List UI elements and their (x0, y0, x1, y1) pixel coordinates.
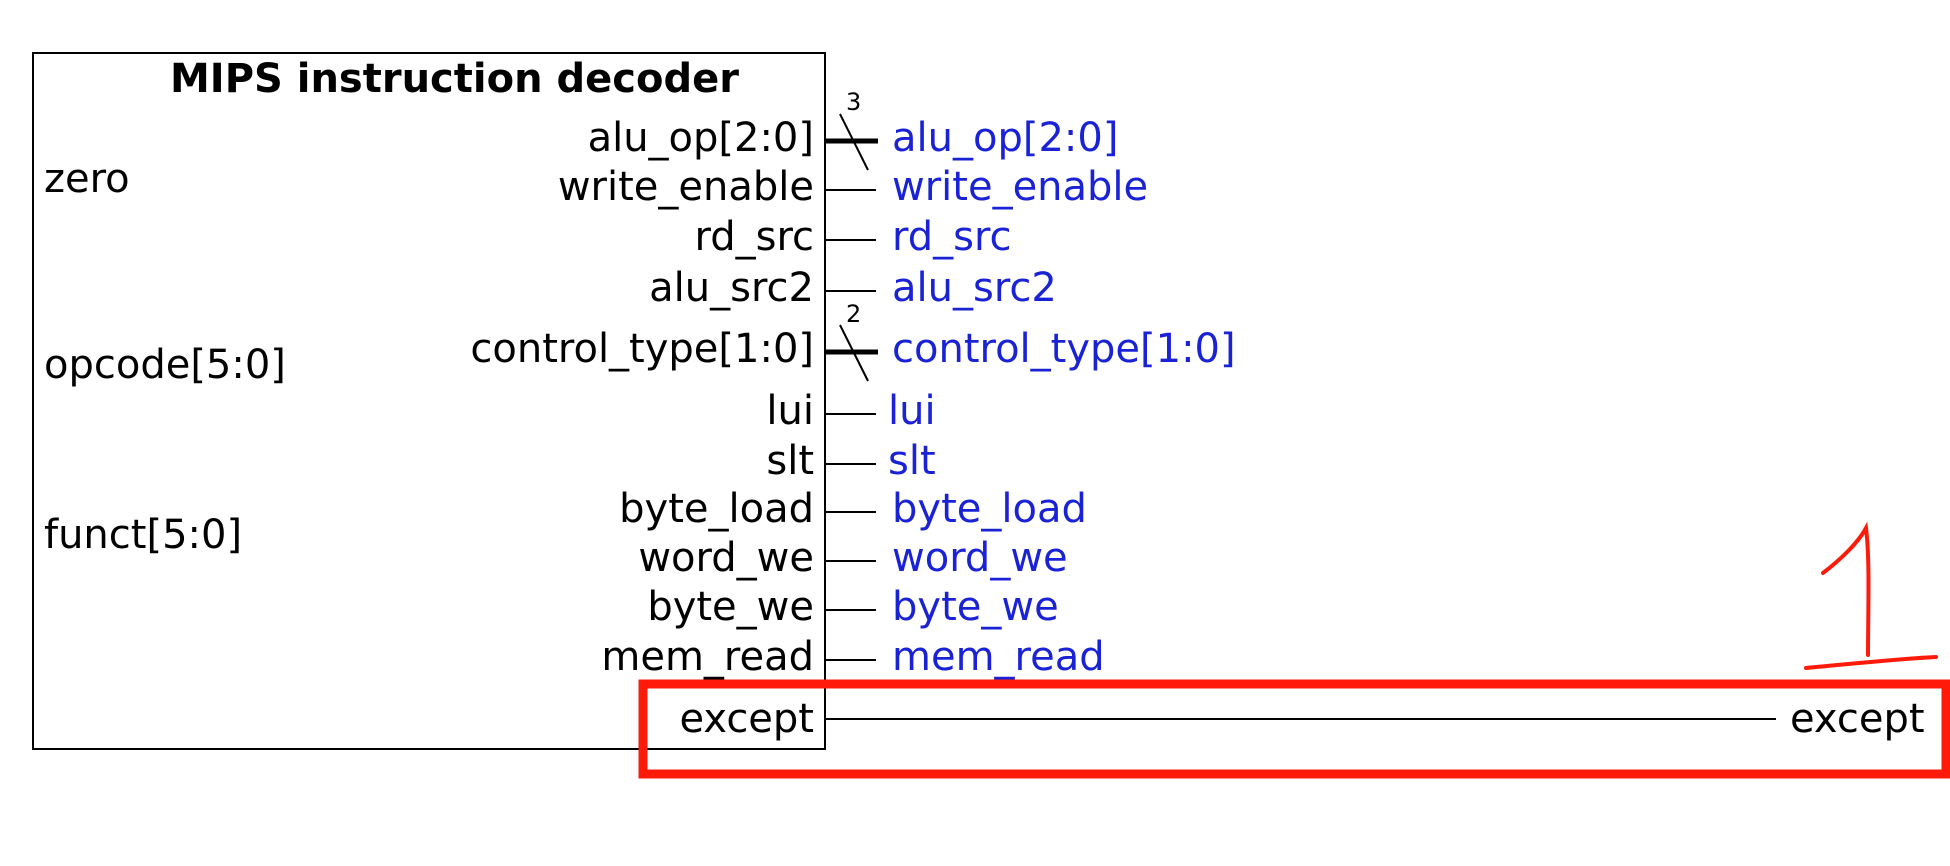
signal-write_enable: write_enable (892, 164, 1149, 210)
port-control_type: control_type[1:0] (470, 326, 814, 372)
port-except: except (679, 696, 814, 742)
input-opcode: opcode[5:0] (44, 342, 286, 388)
handwritten-one-mark (1804, 521, 1938, 670)
port-mem_read: mem_read (601, 634, 814, 680)
port-alu_op: alu_op[2:0] (587, 115, 814, 161)
port-word_we: word_we (638, 535, 814, 581)
signal-alu_src2: alu_src2 (892, 265, 1057, 311)
bus-width-alu_op: 3 (846, 88, 862, 116)
decoder-block-outline (32, 52, 826, 750)
signal-byte_we: byte_we (892, 584, 1059, 630)
signal-rd_src: rd_src (892, 214, 1012, 260)
signal-mem_read: mem_read (892, 634, 1105, 680)
port-byte_load: byte_load (619, 486, 814, 532)
signal-slt: slt (888, 438, 936, 484)
input-zero: zero (44, 156, 130, 202)
signal-lui: lui (888, 388, 936, 434)
port-write_enable: write_enable (557, 164, 814, 210)
signal-alu_op: alu_op[2:0] (892, 115, 1119, 161)
bus-width-control_type: 2 (846, 300, 862, 328)
bus-slash-alu_op (839, 113, 869, 171)
output-wires (826, 113, 1776, 720)
signal-control_type: control_type[1:0] (892, 326, 1236, 372)
input-funct: funct[5:0] (44, 512, 243, 558)
port-alu_src2: alu_src2 (649, 265, 814, 311)
port-lui: lui (766, 388, 814, 434)
bus-slash-control_type (839, 324, 869, 382)
except-highlight-box (638, 679, 1950, 779)
diagram-title: MIPS instruction decoder (170, 56, 739, 102)
port-rd_src: rd_src (694, 214, 814, 260)
signal-byte_load: byte_load (892, 486, 1087, 532)
signal-except: except (1790, 696, 1925, 742)
port-slt: slt (766, 438, 814, 484)
signal-word_we: word_we (892, 535, 1068, 581)
port-byte_we: byte_we (647, 584, 814, 630)
